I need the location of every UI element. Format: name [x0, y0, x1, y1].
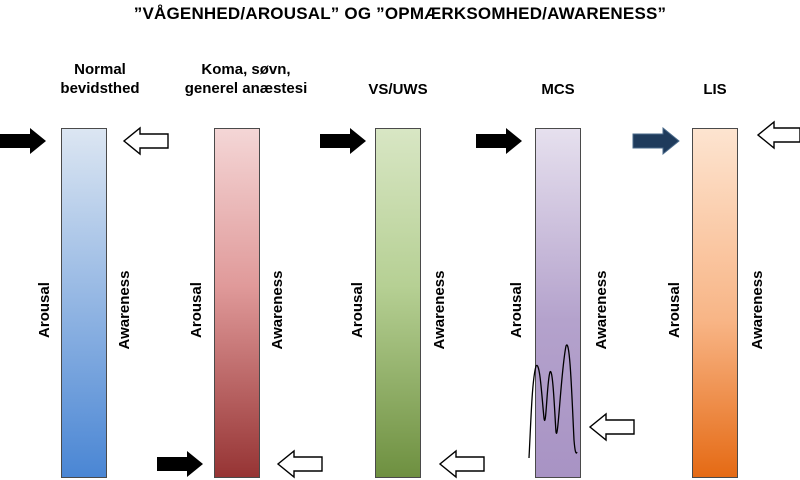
column-title-line: Koma, søvn,	[201, 61, 291, 78]
column-title-vs-uws: VS/UWS	[318, 80, 478, 99]
bar-normal	[61, 128, 107, 478]
column-title-line: MCS	[541, 81, 575, 98]
column-title-normal: Normal bevidsthed	[20, 60, 180, 98]
awareness-arrow-icon	[756, 120, 800, 150]
awareness-arrow-icon	[276, 449, 323, 479]
column-title-lis: LIS	[635, 80, 795, 99]
column-title-line: VS/UWS	[368, 81, 428, 98]
column-title-koma: Koma, søvn, generel anæstesi	[166, 60, 326, 98]
bar-vs-uws	[375, 128, 421, 478]
column-title-mcs: MCS	[478, 80, 638, 99]
arousal-arrow-icon	[157, 451, 203, 477]
arousal-arrow-icon	[632, 126, 680, 156]
awareness-arrow-icon	[438, 449, 485, 479]
arousal-arrow-icon	[320, 128, 366, 154]
arousal-arrow-icon	[0, 128, 46, 154]
bar-lis	[692, 128, 738, 478]
diagram-title: ”VÅGENHED/AROUSAL” OG ”OPMÆRKSOMHED/AWAR…	[133, 4, 667, 23]
awareness-arrow-icon	[588, 412, 635, 442]
arousal-arrow-icon	[476, 128, 522, 154]
awareness-arrow-icon	[122, 126, 169, 156]
column-title-line: LIS	[703, 81, 727, 98]
column-title-line: Normal	[74, 61, 126, 78]
column-title-line: generel anæstesi	[184, 80, 308, 97]
column-title-line: bevidsthed	[60, 80, 140, 97]
bar-koma	[214, 128, 260, 478]
fluctuation-squiggle	[528, 344, 578, 459]
